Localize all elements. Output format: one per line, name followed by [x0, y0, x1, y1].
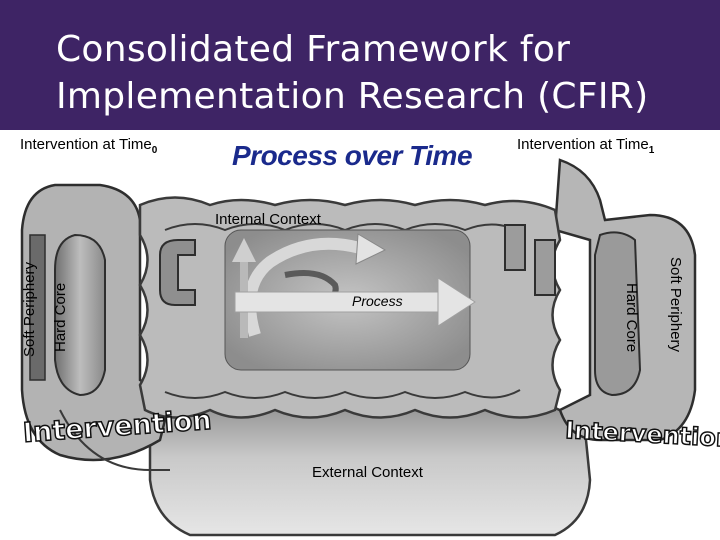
slide-title: Consolidated Framework for Implementatio… [56, 26, 696, 120]
title-line-2: Implementation Research (CFIR) [56, 73, 696, 120]
right-soft-periphery-label: Soft Periphery [667, 257, 684, 352]
intervention-time-1-label: Intervention at Time1 [517, 136, 654, 156]
internal-context-label: Internal Context [215, 211, 321, 228]
right-hard-core-label: Hard Core [623, 283, 640, 352]
process-over-time-heading: Process over Time [232, 140, 472, 172]
external-context-label: External Context [312, 464, 423, 481]
left-soft-periphery-label: Soft Periphery [21, 262, 38, 357]
intervention-time-0-label: Intervention at Time0 [20, 136, 157, 156]
process-label: Process [352, 293, 403, 309]
cfir-diagram: Intervention at Time0 Process over Time … [0, 130, 720, 540]
title-bar: Consolidated Framework for Implementatio… [0, 0, 720, 130]
title-line-1: Consolidated Framework for [56, 26, 696, 73]
left-hard-core-label: Hard Core [52, 283, 69, 352]
process-main-arrow [235, 292, 440, 312]
